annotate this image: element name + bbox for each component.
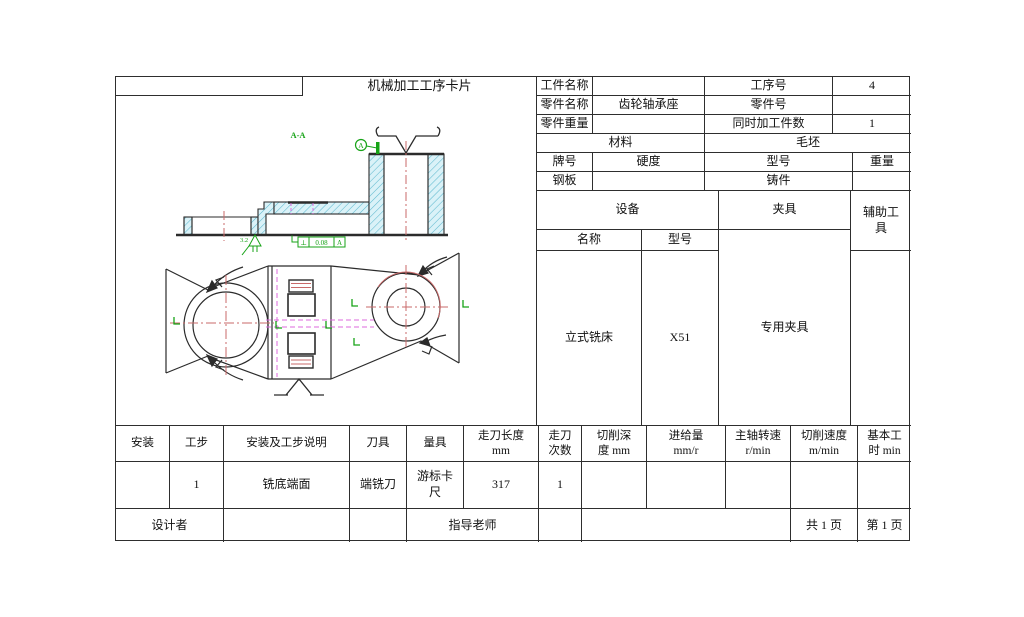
col-step: 工步 (170, 426, 224, 462)
workpiece-name-label: 工件名称 (537, 77, 593, 96)
part-name-value: 齿轮轴承座 (593, 96, 705, 115)
material-label: 材料 (537, 134, 705, 153)
plan-centerlines (170, 265, 448, 375)
section-view (176, 126, 448, 237)
fixture-value: 专用夹具 (719, 230, 851, 426)
fixture-label: 夹具 (719, 191, 851, 230)
page-title: 机械加工工序卡片 (303, 77, 537, 96)
datum-letter: A (358, 141, 364, 150)
col-desc: 安装及工步说明 (224, 426, 350, 462)
process-card: 机械加工工序卡片 (115, 76, 911, 542)
advisor-label: 指导老师 (407, 509, 539, 542)
footer-blank-2 (539, 509, 582, 542)
part-weight-value (593, 115, 705, 134)
top-left-blank-cell (116, 77, 303, 96)
surface-finish-icon (375, 126, 441, 155)
section-centerlines (223, 141, 407, 242)
part-drawing-cell: A-A A 3.2 ⊥ 0.08 A (116, 96, 537, 426)
row1-depth (582, 462, 647, 509)
part-no-label: 零件号 (705, 96, 833, 115)
process-no-label: 工序号 (705, 77, 833, 96)
process-no-value: 4 (833, 77, 911, 96)
col-tool: 刀具 (350, 426, 407, 462)
designer-label: 设计者 (116, 509, 224, 542)
col-depth: 切削深 度 mm (582, 426, 647, 462)
technical-drawing: A-A A 3.2 ⊥ 0.08 A (165, 126, 469, 396)
col-cut-speed: 切削速度 m/min (791, 426, 858, 462)
simultaneous-count-label: 同时加工件数 (705, 115, 833, 134)
row1-speed (726, 462, 791, 509)
col-gauge: 量具 (407, 426, 464, 462)
col-passes: 走刀 次数 (539, 426, 582, 462)
material-grade-value: 钢板 (537, 172, 593, 191)
section-label: A-A (290, 130, 306, 140)
blank-weight-value (853, 172, 911, 191)
aux-tool-label: 辅助工 具 (851, 191, 911, 251)
clamp-arrow-icons (205, 256, 448, 381)
col-install: 安装 (116, 426, 170, 462)
row1-install (116, 462, 170, 509)
row1-gauge: 游标卡 尺 (407, 462, 464, 509)
col-time: 基本工 时 min (858, 426, 911, 462)
row1-feed (647, 462, 726, 509)
equipment-label: 设备 (537, 191, 719, 230)
col-speed: 主轴转速 r/min (726, 426, 791, 462)
equipment-name-label: 名称 (537, 230, 642, 251)
datum-flag-icon (376, 142, 380, 154)
part-weight-label: 零件重量 (537, 115, 593, 134)
row1-passes: 1 (539, 462, 582, 509)
blank-weight-label: 重量 (853, 153, 911, 172)
section-slot-lines (290, 203, 314, 214)
roughness-icon (241, 233, 262, 256)
gdt-datum: A (337, 239, 342, 247)
current-page: 第 1 页 (866, 517, 903, 532)
aux-tool-value (851, 251, 911, 426)
roughness-value: 3.2 (240, 237, 248, 244)
col-feed: 进给量 mm/r (647, 426, 726, 462)
row1-step: 1 (170, 462, 224, 509)
gdt-symbol: ⊥ (300, 239, 307, 247)
designer-value (224, 509, 350, 542)
row1-desc: 铣底端面 (224, 462, 350, 509)
workpiece-name-value (593, 77, 705, 96)
row1-time (858, 462, 911, 509)
footer-blank-1 (350, 509, 407, 542)
slot-red-lines (291, 282, 311, 365)
hardness-label: 硬度 (593, 153, 705, 172)
part-name-label: 零件名称 (537, 96, 593, 115)
support-icon (274, 377, 324, 396)
section-annotations: A-A A 3.2 ⊥ 0.08 A (240, 130, 380, 256)
datum-circle-icon (354, 138, 368, 152)
blank-type-value: 铸件 (705, 172, 853, 191)
plan-view (165, 252, 460, 396)
equipment-model-label: 型号 (642, 230, 719, 251)
part-no-value (833, 96, 911, 115)
plan-magenta-lines (266, 269, 374, 377)
hardness-value (593, 172, 705, 191)
left-clamp-icon (165, 268, 209, 374)
total-pages: 共 1 页 (791, 509, 858, 542)
simultaneous-count-value: 1 (833, 115, 911, 134)
blank-stock-label: 毛坯 (705, 134, 911, 153)
blank-model-label: 型号 (705, 153, 853, 172)
footer-blank-3 (582, 509, 791, 542)
green-tick-icons (173, 299, 469, 346)
equipment-name-value: 立式铣床 (537, 251, 642, 426)
gdt-value: 0.08 (315, 239, 328, 247)
col-length: 走刀长度 mm (464, 426, 539, 462)
gdt-frame-icon (291, 235, 346, 248)
equipment-model-value: X51 (642, 251, 719, 426)
grade-label: 牌号 (537, 153, 593, 172)
row1-length: 317 (464, 462, 539, 509)
row1-tool: 端铣刀 (350, 462, 407, 509)
row1-cut-speed (791, 462, 858, 509)
